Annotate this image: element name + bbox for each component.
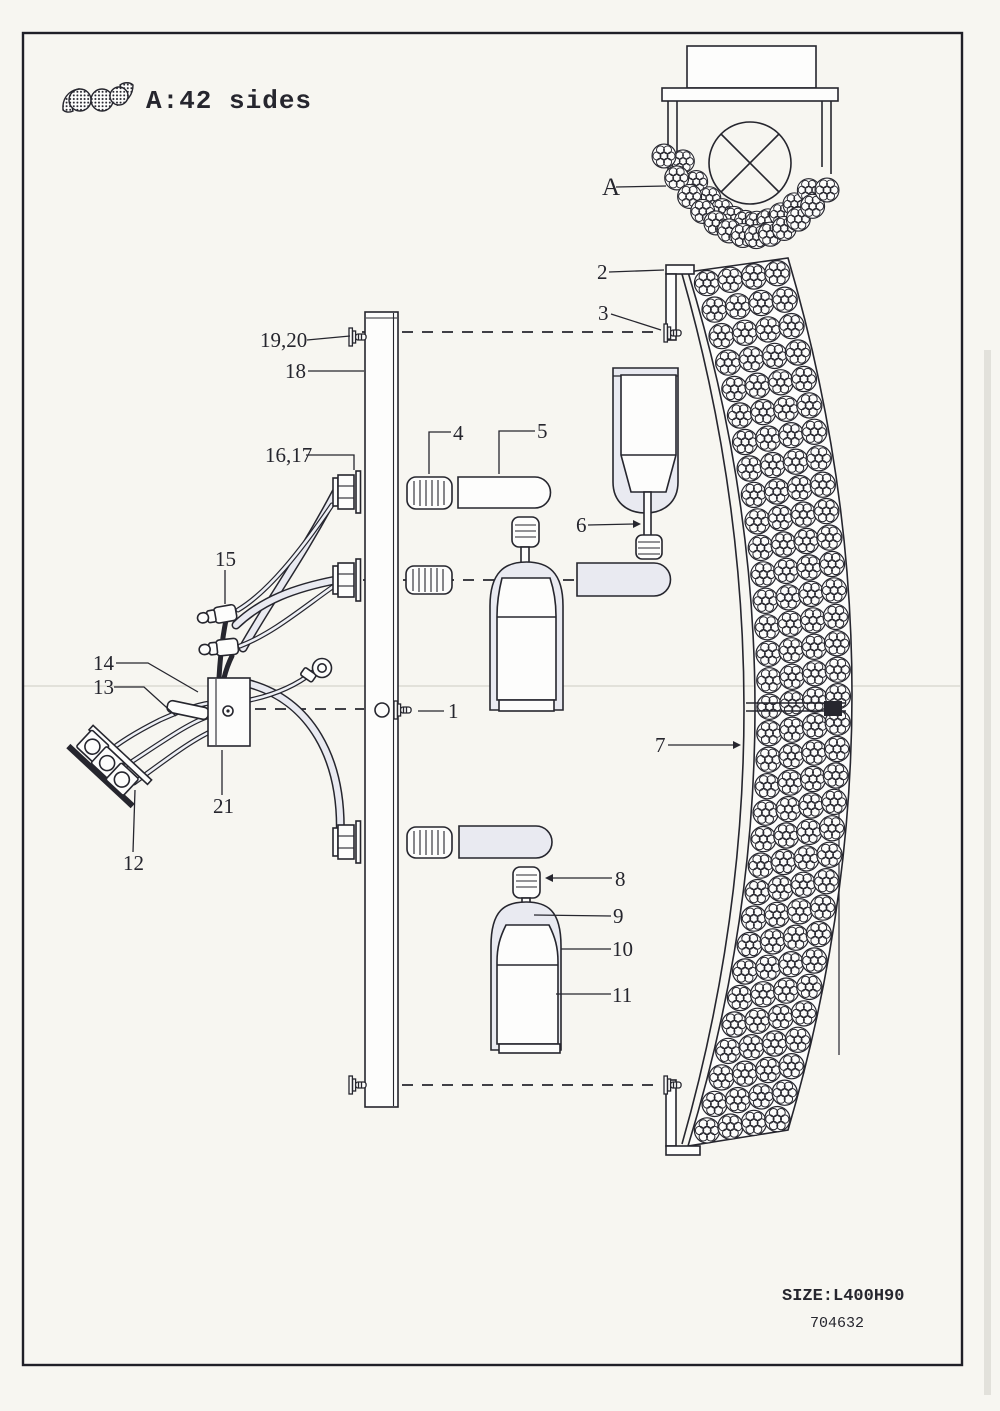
bar-screw-top — [348, 327, 367, 347]
callout-6-label: 6 — [576, 513, 587, 537]
crystal-band-assembly — [663, 257, 853, 1156]
bulb-part5 — [457, 476, 552, 509]
callout-19-20-label: 19,20 — [260, 328, 307, 352]
leader-arrowheads — [545, 520, 741, 882]
lamp-parts — [405, 367, 679, 1054]
arm-fitting-row2 — [332, 558, 362, 602]
sheet-border — [21, 31, 964, 1367]
shade-assembly-middle — [489, 516, 564, 712]
shade-assembly-bottom — [490, 866, 562, 1054]
center-pin — [746, 701, 846, 716]
socket-row2 — [405, 565, 453, 595]
callout-14-label: 14 — [93, 651, 115, 675]
callout-10-label: 10 — [612, 937, 633, 961]
callout-7-label: 7 — [655, 733, 666, 757]
detail-view-a — [651, 45, 840, 250]
beads-logo-icon — [62, 82, 134, 113]
callout-12-label: 12 — [123, 851, 144, 875]
callout-labels: A 2 3 19,20 18 16,17 15 14 13 12 21 1 4 … — [93, 174, 666, 1007]
bar-screw-bottom — [348, 1075, 367, 1095]
arm-fitting-row1 — [332, 470, 362, 514]
footer: SIZE:L400H90 704632 — [782, 1287, 904, 1332]
callout-16-17-label: 16,17 — [265, 443, 312, 467]
lamp-symbol — [708, 121, 792, 205]
callout-11-label: 11 — [612, 983, 632, 1007]
callout-13-label: 13 — [93, 675, 114, 699]
band-inner-edge-line — [681, 273, 745, 1145]
shade-assembly-part6 — [612, 367, 679, 560]
canopy-plate — [661, 87, 839, 102]
center-screw-part1 — [374, 700, 412, 720]
callout-A-label: A — [602, 174, 620, 201]
callout-9-label: 9 — [613, 904, 624, 928]
callout-2-label: 2 — [597, 260, 608, 284]
header: A:42 sides — [62, 82, 312, 116]
socket-part4 — [406, 476, 453, 510]
socket-row3 — [406, 826, 453, 859]
callout-21-label: 21 — [213, 794, 234, 818]
arm-fittings — [332, 470, 362, 864]
callout-leaders — [114, 185, 735, 995]
arm-fitting-row3 — [332, 820, 362, 864]
callout-18-label: 18 — [285, 359, 306, 383]
callout-5-label: 5 — [537, 419, 548, 443]
bulb-row3 — [458, 825, 553, 859]
terminal-block — [66, 724, 153, 809]
bulb-row2 — [576, 562, 672, 597]
callout-8-label: 8 — [615, 867, 626, 891]
center-dashed-lines — [255, 331, 658, 1086]
callout-1-label: 1 — [448, 699, 459, 723]
callout-15-label: 15 — [215, 547, 236, 571]
size-text: SIZE:L400H90 — [782, 1287, 904, 1306]
callout-3-label: 3 — [598, 301, 609, 325]
model-code-text: 704632 — [810, 1315, 864, 1332]
ring-terminal — [300, 657, 333, 683]
wire-connector-a — [196, 603, 238, 624]
top-bracket — [663, 264, 695, 343]
canopy — [686, 45, 817, 89]
wire-connector-b — [198, 637, 240, 657]
callout-4-label: 4 — [453, 421, 464, 445]
junction-box — [207, 677, 251, 747]
wiring-assembly — [66, 487, 345, 845]
sheet-title: A:42 sides — [146, 86, 312, 116]
bottom-bracket — [663, 1075, 701, 1156]
crystal-ball-swag — [651, 143, 840, 250]
